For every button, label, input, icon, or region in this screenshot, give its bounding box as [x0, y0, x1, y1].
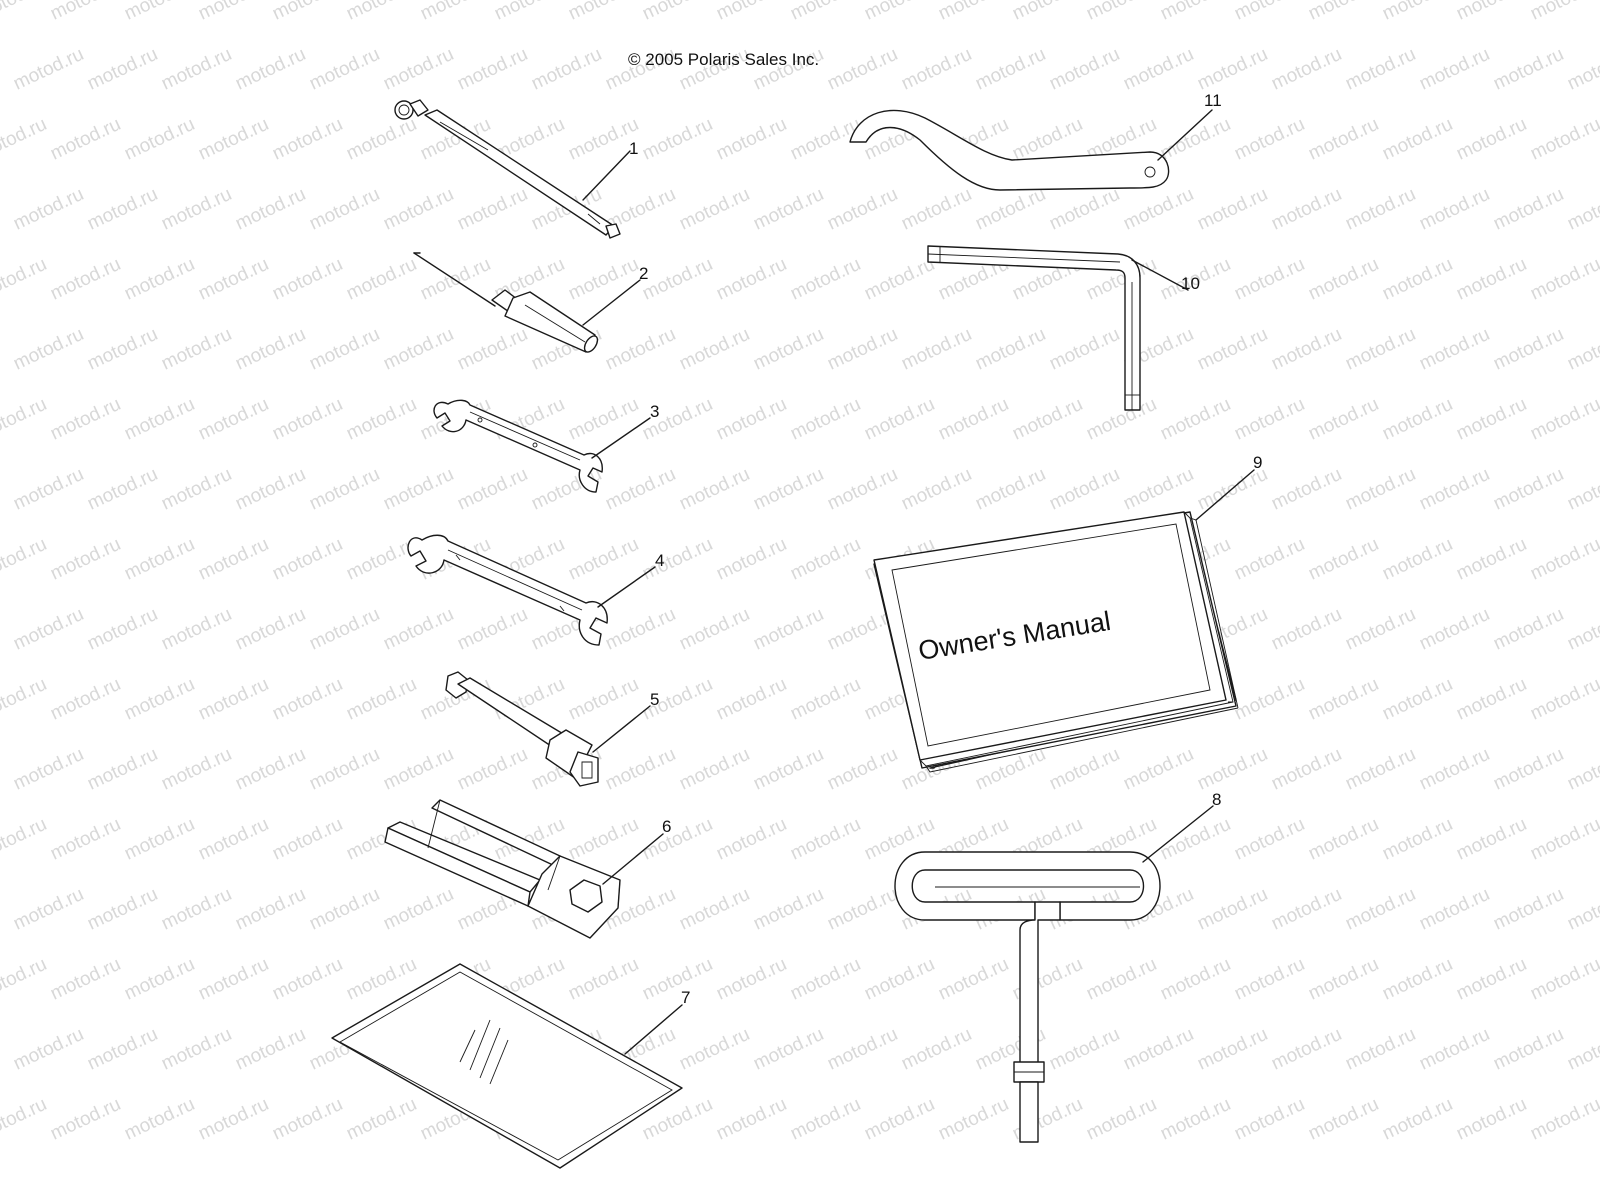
- callout-leader-8: [1142, 805, 1214, 863]
- hex-key-icon: [927, 245, 1141, 411]
- spark-plug-socket-icon: [445, 671, 599, 787]
- callout-number-11: 11: [1204, 91, 1222, 110]
- callout-leader-7: [624, 1004, 683, 1055]
- callout-leader-5: [592, 705, 651, 753]
- tool-holder-icon: [384, 799, 621, 939]
- large-open-end-wrench-icon: [407, 534, 608, 646]
- screwdriver-icon: [413, 252, 599, 353]
- callout-leader-10: [1131, 259, 1189, 291]
- callout-number-4: 4: [655, 551, 664, 570]
- callout-number-3: 3: [650, 402, 659, 421]
- callout-number-2: 2: [639, 264, 648, 283]
- callout-leader-4: [597, 566, 656, 608]
- copyright-notice: © 2005 Polaris Sales Inc.: [628, 50, 820, 69]
- callout-number-9: 9: [1253, 453, 1262, 472]
- callout-leader-2: [582, 279, 641, 326]
- callout-number-10: 10: [1181, 274, 1200, 293]
- callout-number-5: 5: [650, 690, 659, 709]
- callout-leader-9: [1195, 469, 1255, 521]
- owners-manual-icon: Owner's Manual: [873, 511, 1239, 773]
- callout-number-7: 7: [681, 988, 690, 1007]
- tool-bag-icon: [331, 963, 683, 1169]
- small-open-end-wrench-icon: [433, 399, 603, 493]
- tire-pressure-gauge-icon: [394, 99, 621, 239]
- spanner-wrench-icon: [849, 109, 1170, 191]
- callout-number-8: 8: [1212, 790, 1221, 809]
- callout-leader-1: [582, 150, 631, 201]
- t-handle-wrench-icon: [894, 851, 1161, 1143]
- callout-leader-3: [591, 417, 651, 459]
- callout-number-1: 1: [629, 139, 638, 158]
- callout-leader-6: [602, 833, 664, 885]
- callout-number-6: 6: [662, 817, 671, 836]
- callout-leader-11: [1157, 109, 1213, 161]
